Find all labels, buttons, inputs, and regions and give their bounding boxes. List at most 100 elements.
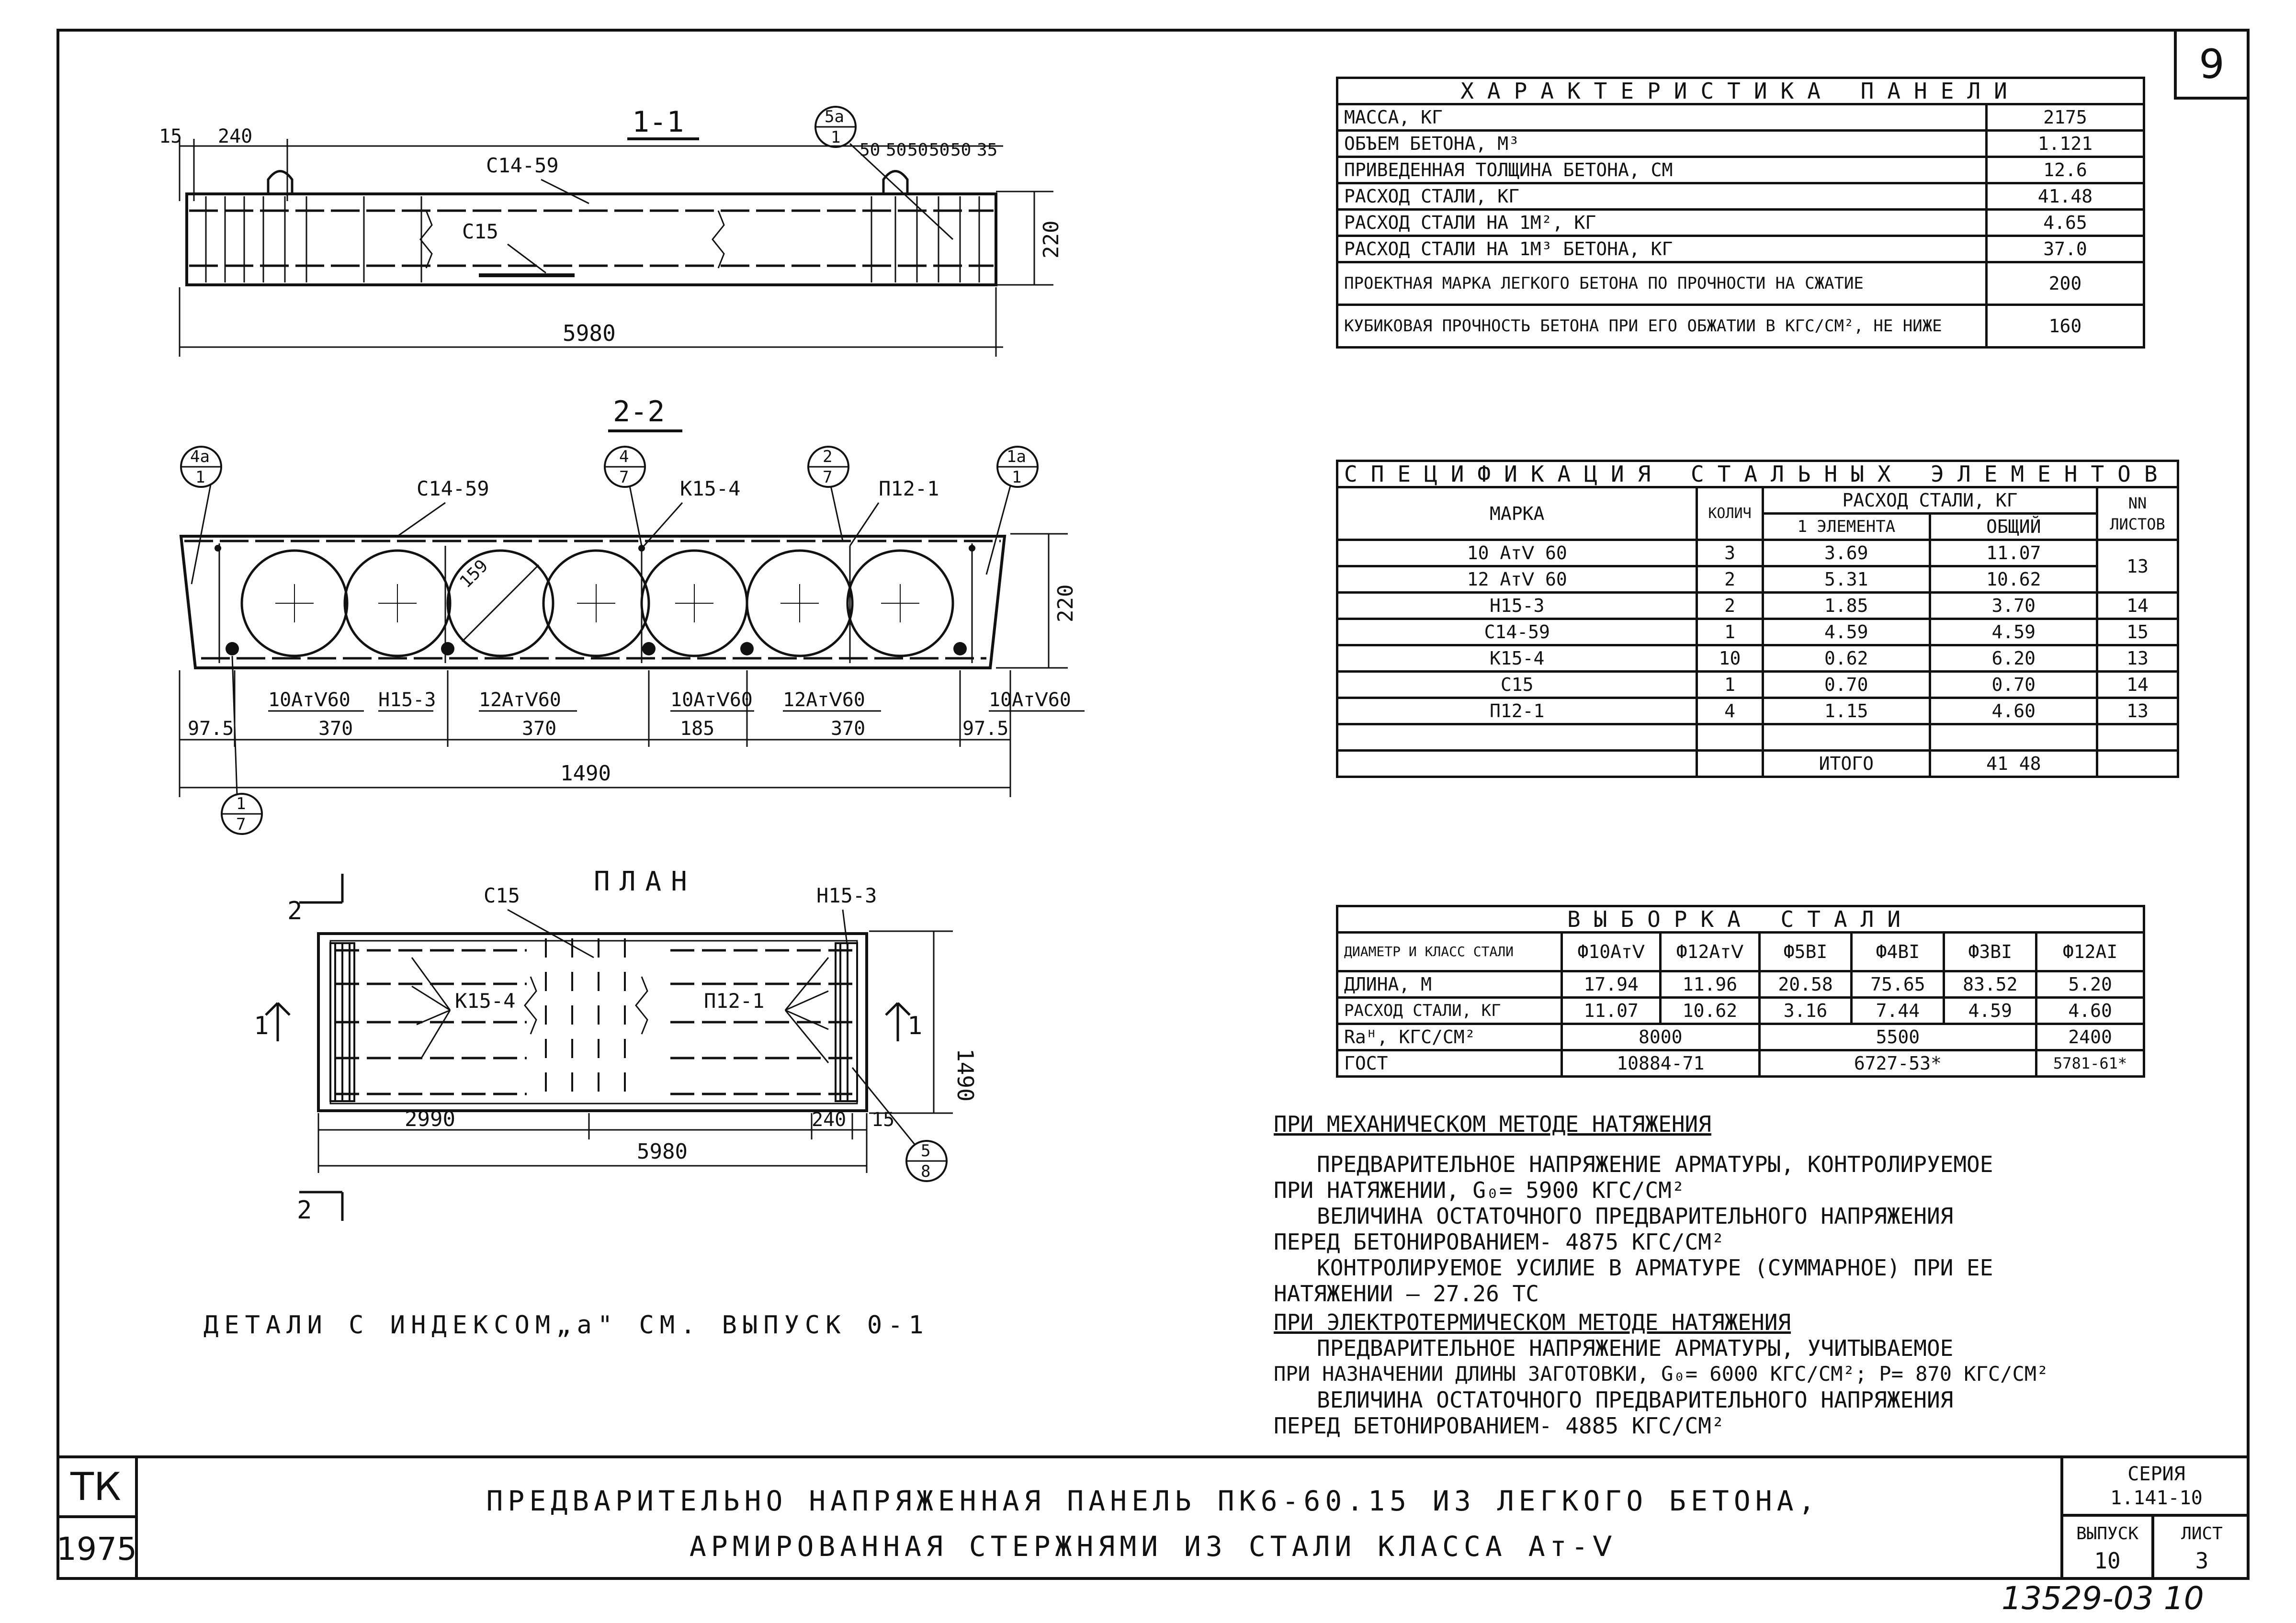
series-value: 1.141-10 <box>2110 1487 2203 1509</box>
series-label: СЕРИЯ <box>2127 1463 2185 1485</box>
plan-dim-240: 240 <box>812 1109 846 1131</box>
label-2-2-s14-59: С14-59 <box>417 477 489 500</box>
sheet-value: 3 <box>2195 1548 2209 1574</box>
steel-head-6: Ф12АI <box>2035 931 2145 972</box>
cut-1-left: 1 <box>254 1012 269 1040</box>
plan-dim-2990: 2990 <box>405 1107 455 1131</box>
note-heading-electrothermal: ПРИ ЭЛЕКТРОТЕРМИЧЕСКОМ МЕТОДЕ НАТЯЖЕНИЯ <box>1274 1309 1791 1335</box>
spec-head-total: ОБЩИЙ <box>1929 512 2099 541</box>
spec-head-mark: МАРКА <box>1335 486 1698 541</box>
steel-gost-2: 6727-53* <box>1758 1049 2038 1078</box>
steel-gost-3: 5781-61* <box>2035 1049 2145 1078</box>
spec-sheet-2: 15 <box>2096 618 2179 646</box>
tension-notes: ПРИ МЕХАНИЧЕСКОМ МЕТОДЕ НАТЯЖЕНИЯ ПРЕДВА… <box>1274 1108 2231 1439</box>
plan-label-k15-4: К15-4 <box>455 989 515 1013</box>
spec-sheet-5: 13 <box>2096 697 2179 725</box>
plan-label-s15: С15 <box>484 884 520 907</box>
char-value-5: 37.0 <box>1985 235 2145 263</box>
note-line-7: ПРЕДВАРИТЕЛЬНОЕ НАПРЯЖЕНИЕ АРМАТУРЫ, УЧИ… <box>1317 1335 1954 1361</box>
org-cell: ТК 1975 <box>57 1458 138 1580</box>
bottom-label-2: 12АтⅤ60 <box>479 689 561 711</box>
spec-qty-1: 2 <box>1696 565 1764 594</box>
steel-ra-label: Rаᴴ, КГС/СМ² <box>1336 1023 1563 1051</box>
issue-value: 10 <box>2094 1548 2121 1574</box>
lifting-loop-right <box>882 170 909 194</box>
spec-one-4: 0.62 <box>1761 644 1932 673</box>
bottom-label-5: 10АтⅤ60 <box>989 689 1071 711</box>
dim-1-1-5: 50 <box>929 140 950 160</box>
length-1-1: 5980 <box>563 320 616 346</box>
cut-1-right: 1 <box>907 1012 922 1040</box>
steel-head-2: Ф12АтⅤ <box>1659 931 1761 972</box>
char-label-4: РАСХОД СТАЛИ НА 1М², КГ <box>1336 208 1988 237</box>
bubble-2-bottom: 7 <box>823 468 832 487</box>
char-value-1: 1.121 <box>1985 129 2145 158</box>
spec-qty-2: 2 <box>1696 591 1764 620</box>
spec-one-6: 1.15 <box>1761 697 1932 725</box>
bubble-4a-bottom: 1 <box>195 468 205 487</box>
org-code: ТК <box>57 1458 135 1518</box>
char-label-0: МАССА, КГ <box>1336 103 1988 132</box>
sheet-label: ЛИСТ <box>2181 1524 2223 1544</box>
spec-head-one: 1 ЭЛЕМЕНТА <box>1761 512 1932 541</box>
bubble-5a-top: 5a <box>825 107 844 126</box>
char-label-2: ПРИВЕДЕННАЯ ТОЛЩИНА БЕТОНА, СМ <box>1336 156 1988 184</box>
steel-gost-label: ГОСТ <box>1336 1049 1563 1078</box>
char-label-1: ОБЪЕМ БЕТОНА, М³ <box>1336 129 1988 158</box>
note-line-6: НАТЯЖЕНИИ — 27.26 ТС <box>1274 1281 1539 1307</box>
section-2-2-title: 2-2 <box>613 395 665 428</box>
bubble-1a-top: 1a <box>1007 447 1026 466</box>
steel-length-4: 75.65 <box>1850 970 1945 999</box>
note-line-2: ПРИ НАТЯЖЕНИИ, G₀= 5900 КГС/СМ² <box>1274 1177 1685 1203</box>
spec-qty-4: 10 <box>1696 644 1764 673</box>
plan-width: 1490 <box>952 1048 978 1102</box>
spec-qty-6: 4 <box>1696 697 1764 725</box>
diameter-label: 159 <box>456 556 492 592</box>
dim-1-1-0: 15 <box>159 125 182 147</box>
label-2-2-p12-1: П12-1 <box>879 477 939 500</box>
stirrups-right <box>871 196 980 282</box>
lifting-loop-left <box>267 170 294 194</box>
height-1-1: 220 <box>1039 221 1063 259</box>
dim-1-1-3: 50 <box>886 140 906 160</box>
plan-view: ПЛАН С15 Н15-3 К15-4 <box>254 866 978 1225</box>
char-value-2: 12.6 <box>1985 156 2145 184</box>
title-line-2: АРМИРОВАННАЯ СТЕРЖНЯМИ ИЗ СТАЛИ КЛАССА А… <box>689 1530 1617 1563</box>
cut-2-top: 2 <box>287 897 302 925</box>
steel-title: ВЫБОРКА СТАЛИ <box>1336 905 2145 934</box>
note-line-4: ПЕРЕД БЕТОНИРОВАНИЕМ- 4875 КГС/СМ² <box>1274 1229 1725 1255</box>
steel-head-4: Ф4ВI <box>1850 931 1945 972</box>
spec-total-3: 4.59 <box>1929 618 2099 646</box>
spec-mark-0: 10 АтⅤ 60 <box>1335 539 1698 567</box>
steel-length-3: 20.58 <box>1758 970 1853 999</box>
dim-2-2-5: 97.5 <box>962 718 1008 740</box>
issue-label: ВЫПУСК <box>2076 1524 2139 1544</box>
spec-mark-3: С14-59 <box>1335 618 1698 646</box>
steel-head-3: Ф5ВI <box>1758 931 1853 972</box>
spec-one-2: 1.85 <box>1761 591 1932 620</box>
steel-length-6: 5.20 <box>2035 970 2145 999</box>
steel-length-label: ДЛИНА, М <box>1336 970 1563 999</box>
dim-2-2-2: 370 <box>522 718 556 740</box>
char-label-6: ПРОЕКТНАЯ МАРКА ЛЕГКОГО БЕТОНА ПО ПРОЧНО… <box>1336 261 1988 306</box>
steel-ra-2: 5500 <box>1758 1023 2038 1051</box>
spec-head-consumption: РАСХОД СТАЛИ, КГ <box>1761 486 2099 515</box>
note-line-1: ПРЕДВАРИТЕЛЬНОЕ НАПРЯЖЕНИЕ АРМАТУРЫ, КОН… <box>1317 1151 1993 1177</box>
steel-head-0: ДИАМЕТР И КЛАСС СТАЛИ <box>1336 931 1563 972</box>
dim-1-1-6: 50 <box>950 140 971 160</box>
bubble-4-top: 4 <box>619 447 629 466</box>
bottom-label-0: 10АтⅤ60 <box>268 689 351 711</box>
dim-1-1-7: 35 <box>977 140 997 160</box>
drawing-frame <box>57 29 2250 1580</box>
bottom-label-3: 10АтⅤ60 <box>670 689 753 711</box>
sheet-number: 9 <box>2174 29 2250 100</box>
dim-2-2-0: 97.5 <box>188 718 234 740</box>
bubble-5-bottom: 8 <box>921 1162 930 1181</box>
hollow-cores <box>240 549 954 657</box>
spec-total-5: 0.70 <box>1929 670 2099 699</box>
spec-mark-6: П12-1 <box>1335 697 1698 725</box>
spec-total-value: 41 48 <box>1929 749 2099 778</box>
height-2-2: 220 <box>1053 585 1078 622</box>
